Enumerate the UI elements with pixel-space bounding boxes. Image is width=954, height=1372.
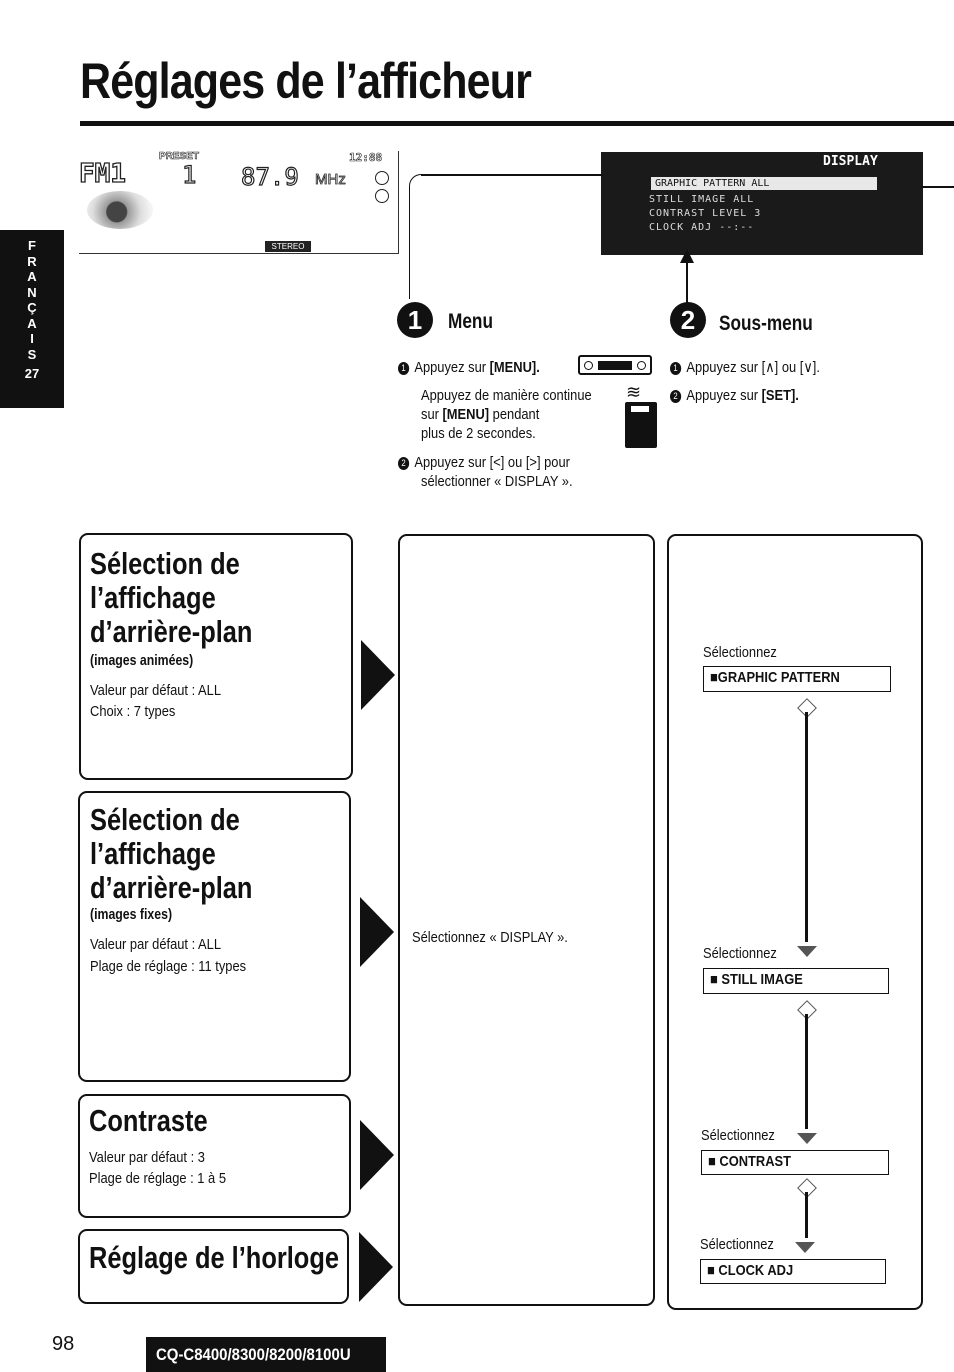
section-box-contrast: Contraste Valeur par défaut : 3 Plage de… [78, 1094, 351, 1218]
middle-instruction: Sélectionnez « DISPLAY ». [412, 929, 568, 946]
preset-label: PRESET [159, 151, 200, 163]
stereo-indicator: STEREO [265, 241, 311, 252]
clock: 12:88 [349, 151, 383, 165]
step-1-hold-text: Appuyez de manière continue [421, 387, 592, 404]
step-1-title: Menu [448, 310, 493, 333]
frequency: 87.9 [240, 162, 299, 191]
section-title: Sélection de l’affichage d’arrière-plan [90, 802, 253, 905]
select-label: Sélectionnez [703, 945, 777, 962]
frequency-unit: MHz [315, 171, 347, 189]
band-indicator: FM1 [78, 158, 126, 189]
side-tab-letter: N [27, 284, 37, 300]
side-tab-letter: F [28, 238, 36, 253]
side-tab-letter: S [27, 346, 37, 362]
section-subtitle: (images fixes) [90, 906, 173, 923]
arrow-down-icon [795, 1242, 815, 1253]
step-1-hold-text: sur [MENU] pendant [421, 406, 540, 423]
range-value: Choix : 7 types [90, 703, 176, 720]
press-hold-icon: ≋ [626, 382, 642, 402]
option-clock-adj: ■ CLOCK ADJ [700, 1259, 886, 1284]
knob-icon [375, 189, 389, 203]
step-2-title: Sous-menu [719, 312, 813, 335]
language-side-tab: F R A N Ç A I S 27 [0, 230, 64, 408]
select-label: Sélectionnez [700, 1236, 774, 1253]
arrow-down-icon [797, 1133, 817, 1144]
title-rule [80, 121, 954, 126]
preset-number: 1 [181, 160, 197, 189]
arrow-up-icon [680, 249, 694, 263]
connector-line [421, 174, 603, 176]
arrow-right-icon [359, 1232, 393, 1302]
section-title: Réglage de l’horloge [89, 1240, 340, 1275]
side-tab-letter: R [27, 253, 37, 269]
page-title: Réglages de l’afficheur [80, 53, 532, 109]
section-box-clock: Réglage de l’horloge [78, 1229, 349, 1304]
step-2-badge: 2 [670, 302, 706, 338]
side-tab-letter: A [27, 315, 37, 331]
section-subtitle: (images animées) [90, 652, 194, 669]
arrow-right-icon [360, 1120, 394, 1190]
connector-line [686, 255, 688, 303]
section-box-animated: Sélection de l’affichage d’arrière-plan … [79, 533, 353, 780]
side-tab-letter: Ç [27, 300, 37, 315]
connector-line [921, 186, 954, 188]
side-tab-page: 27 [24, 366, 40, 381]
flow-line [805, 712, 808, 942]
option-still-image: ■ STILL IMAGE [703, 968, 889, 994]
step-1-hold-text: plus de 2 secondes. [421, 425, 536, 442]
arrow-down-icon [797, 946, 817, 957]
middle-column-box: Sélectionnez « DISPLAY ». [398, 534, 655, 1306]
default-value: Valeur par défaut : ALL [90, 936, 222, 953]
menu-display-header: DISPLAY [823, 154, 878, 169]
arrow-right-icon [361, 640, 395, 710]
section-box-still: Sélection de l’affichage d’arrière-plan … [78, 791, 351, 1082]
menu-display: DISPLAY GRAPHIC PATTERN ALL STILL IMAGE … [601, 152, 923, 255]
hold-button-icon [625, 402, 657, 448]
select-label: Sélectionnez [703, 644, 777, 661]
section-title: Contraste [89, 1103, 208, 1138]
step-1-instruction: sélectionner « DISPLAY ». [421, 473, 573, 490]
menu-row-selected: GRAPHIC PATTERN ALL [651, 177, 877, 190]
radio-display: FM1 PRESET 1 87.9 MHz 12:88 STEREO [78, 151, 399, 254]
connector-line [409, 174, 423, 299]
side-tab-letter: A [27, 269, 37, 284]
menu-row: CLOCK ADJ --:-- [649, 222, 755, 233]
default-value: Valeur par défaut : 3 [89, 1149, 205, 1166]
right-column-box: Sélectionnez ■GRAPHIC PATTERN Sélectionn… [667, 534, 923, 1310]
arrow-right-icon [360, 897, 394, 967]
section-title: Sélection de l’affichage d’arrière-plan [90, 546, 253, 649]
menu-row: CONTRAST LEVEL 3 [649, 208, 762, 219]
step-1-badge: 1 [397, 302, 433, 338]
default-value: Valeur par défaut : ALL [90, 682, 222, 699]
menu-row: STILL IMAGE ALL [649, 194, 755, 205]
animation-graphic-icon [87, 191, 153, 229]
range-value: Plage de réglage : 11 types [90, 958, 247, 975]
flow-line [805, 1192, 808, 1238]
range-value: Plage de réglage : 1 à 5 [89, 1170, 226, 1187]
option-contrast: ■ CONTRAST [701, 1150, 889, 1175]
side-tab-letter: I [30, 331, 34, 346]
model-label: CQ-C8400/8300/8200/8100U [146, 1337, 386, 1372]
page-number: 98 [52, 1333, 75, 1355]
flow-line [805, 1014, 808, 1129]
knob-icon [375, 171, 389, 185]
option-graphic-pattern: ■GRAPHIC PATTERN [703, 666, 891, 692]
menu-button-icon [578, 355, 652, 375]
select-label: Sélectionnez [701, 1127, 775, 1144]
